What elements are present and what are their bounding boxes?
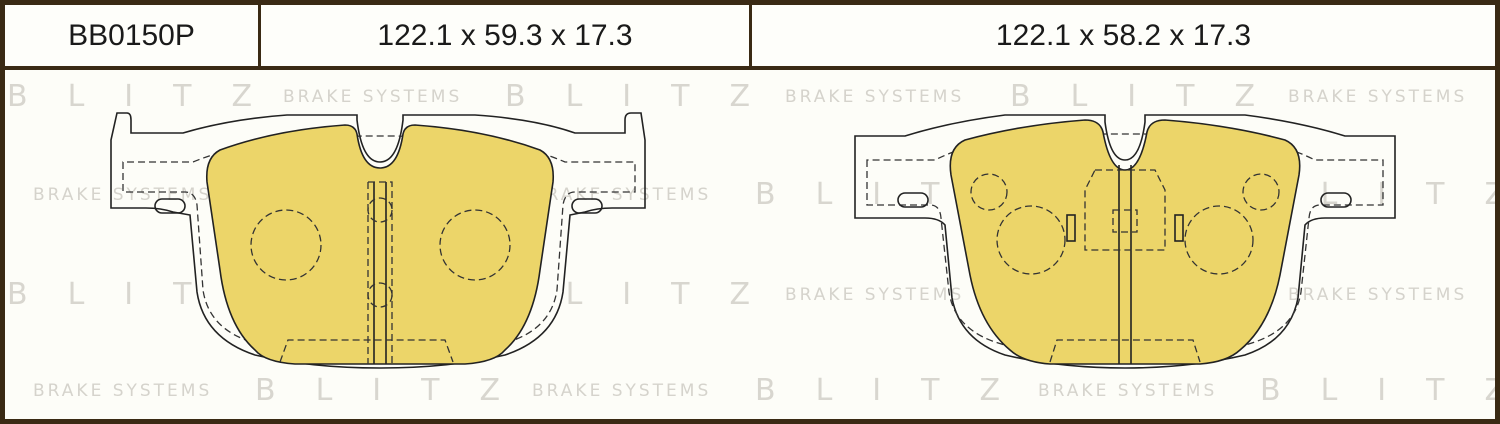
watermark-tagline: BRAKE SYSTEMS [532, 381, 711, 401]
watermark-brand: BLITZ [755, 373, 1040, 408]
watermark-tagline: BRAKE SYSTEMS [33, 381, 212, 401]
watermark-tagline: BRAKE SYSTEMS [1288, 285, 1467, 305]
watermark-tagline: BRAKE SYSTEMS [532, 185, 711, 205]
right-backing-plate [854, 114, 1396, 369]
right-clip-dashed [1084, 169, 1166, 251]
watermark-brand: BLITZ [1260, 177, 1495, 212]
left-brake-pad [110, 112, 646, 369]
watermark-tagline: BRAKE SYSTEMS [283, 87, 462, 107]
watermark-brand: BLITZ [7, 79, 292, 114]
right-piston-circle [1184, 205, 1254, 275]
watermark-tagline: BRAKE SYSTEMS [785, 285, 964, 305]
watermark-brand: BLITZ [505, 79, 790, 114]
left-slot-dashed [368, 181, 393, 364]
left-clip-slot-left [154, 198, 186, 214]
watermark-brand: BLITZ [1260, 373, 1495, 408]
watermark-brand: BLITZ [255, 373, 540, 408]
right-clip-slot-right [1320, 192, 1352, 208]
brake-pad-drawing: BLITZ BRAKE SYSTEMS BLITZ BRAKE SYSTEMS … [7, 79, 1495, 408]
right-chamfer-dashed [1049, 339, 1201, 363]
right-spring-slot-right [1174, 214, 1184, 242]
left-friction-material [205, 124, 555, 365]
left-chamfer-dashed [279, 339, 454, 363]
left-clip-slot-right [571, 198, 603, 214]
watermark-brand: BLITZ [505, 277, 790, 312]
watermark-tagline: BRAKE SYSTEMS [785, 87, 964, 107]
dimensions-left-pad: 122.1 x 59.3 x 17.3 [261, 5, 752, 66]
right-piston-circle [996, 205, 1066, 275]
watermark-tagline: BRAKE SYSTEMS [33, 185, 212, 205]
watermark-brand: BLITZ [1010, 79, 1295, 114]
spec-header: BB0150P 122.1 x 59.3 x 17.3 122.1 x 58.2… [5, 5, 1495, 70]
dimensions-right-pad: 122.1 x 58.2 x 17.3 [995, 18, 1252, 52]
right-rivet-circle [1242, 173, 1280, 211]
left-piston-circle [439, 209, 511, 281]
right-clip-slot-left [897, 192, 929, 208]
right-clip-center-dashed [1112, 209, 1138, 233]
watermark-brand: BLITZ [7, 277, 292, 312]
right-rivet-circle [970, 173, 1008, 211]
left-plate-inner-dashed [122, 135, 636, 357]
right-friction-material [949, 119, 1301, 365]
right-spring-slot-left [1066, 214, 1076, 242]
watermark-tagline: BRAKE SYSTEMS [1038, 381, 1217, 401]
left-piston-circle [250, 209, 322, 281]
watermark-tagline: BRAKE SYSTEMS [1288, 87, 1467, 107]
right-brake-pad [854, 114, 1396, 369]
left-backing-plate [110, 112, 646, 369]
part-number: BB0150P [5, 5, 261, 66]
